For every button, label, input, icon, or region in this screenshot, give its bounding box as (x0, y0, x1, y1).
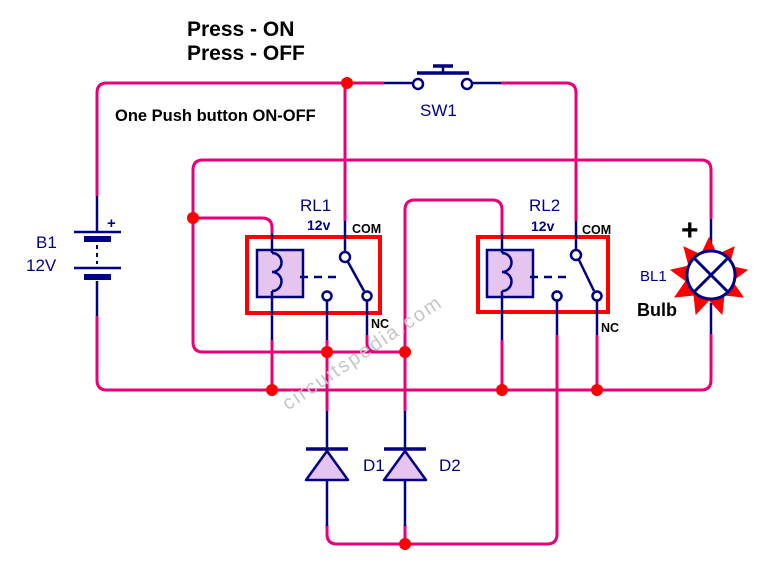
diode2-symbol (382, 411, 428, 526)
relay2-nc-terminal (591, 290, 603, 302)
junction-dot (496, 384, 508, 396)
junction-dot (399, 346, 411, 358)
diode1-label: D1 (363, 456, 385, 475)
wire-diode1-bottom (325, 525, 405, 546)
heading-line1: Press - ON (187, 18, 294, 41)
relay1-com-terminal (338, 250, 352, 264)
relay2-com-terminal (569, 248, 583, 262)
bulb-ref-label: BL1 (640, 268, 667, 285)
heading-line2: Press - OFF (187, 42, 305, 65)
push-button-icon (384, 64, 501, 91)
bulb-lamp-cross (692, 256, 730, 294)
relay1-ref-label: RL1 (300, 196, 331, 215)
wire-relay2-no-down (405, 335, 559, 546)
relay1-outline (245, 235, 382, 315)
junction-dot (321, 346, 333, 358)
wires (95, 81, 713, 546)
relay1-switch-arm (346, 261, 366, 292)
relay2-ref-label: RL2 (529, 196, 560, 215)
sw1-terminal-right (460, 77, 474, 91)
wire-sw1-to-relay2-com (501, 81, 578, 221)
junction-dots (187, 77, 603, 550)
sw1-label: SW1 (420, 101, 457, 120)
relay2-no-terminal (551, 290, 563, 302)
battery-plus-sign: + (107, 215, 116, 232)
relay2-voltage-label: 12v (531, 218, 555, 234)
relay2-symbol (476, 221, 610, 340)
junction-dot (341, 77, 353, 89)
junction-dot (591, 384, 603, 396)
junction-dot (266, 384, 278, 396)
relay2-coil-winding (501, 251, 513, 293)
battery-voltage-label: 12V (26, 256, 57, 275)
wire-inner-loop (191, 158, 713, 354)
relay2-switch-arm (577, 259, 596, 292)
relay2-com-label: COM (582, 223, 611, 237)
wire-top-loop (95, 81, 384, 196)
junction-dot (399, 538, 411, 550)
relay1-voltage-label: 12v (307, 217, 331, 233)
wire-relay2-coil-feed (403, 198, 504, 352)
bulb-symbol (669, 219, 749, 334)
relay2-outline (476, 235, 610, 314)
diode2-triangle (382, 449, 428, 482)
relay1-symbol (245, 221, 382, 340)
battery-symbol (74, 196, 121, 316)
diode1-triangle (304, 449, 350, 482)
wire-relay1-coil-feed (193, 216, 274, 234)
diode2-label: D2 (439, 456, 461, 475)
bulb-plus-sign: + (681, 214, 699, 247)
sw1-terminal-left (411, 77, 425, 91)
relay1-nc-terminal (361, 290, 373, 302)
relay2-nc-label: NC (601, 321, 619, 335)
battery-ref-label: B1 (36, 233, 57, 252)
circuit-caption: One Push button ON-OFF (115, 107, 316, 125)
junction-dot (187, 212, 199, 224)
bulb-name-label: Bulb (637, 300, 677, 320)
relay1-no-terminal (321, 290, 333, 302)
wire-relay1-nc-curve (365, 335, 406, 354)
relay1-nc-label: NC (371, 317, 389, 331)
relay1-com-label: COM (352, 222, 381, 236)
relay1-coil-winding (271, 251, 283, 293)
diode1-symbol (304, 411, 350, 526)
